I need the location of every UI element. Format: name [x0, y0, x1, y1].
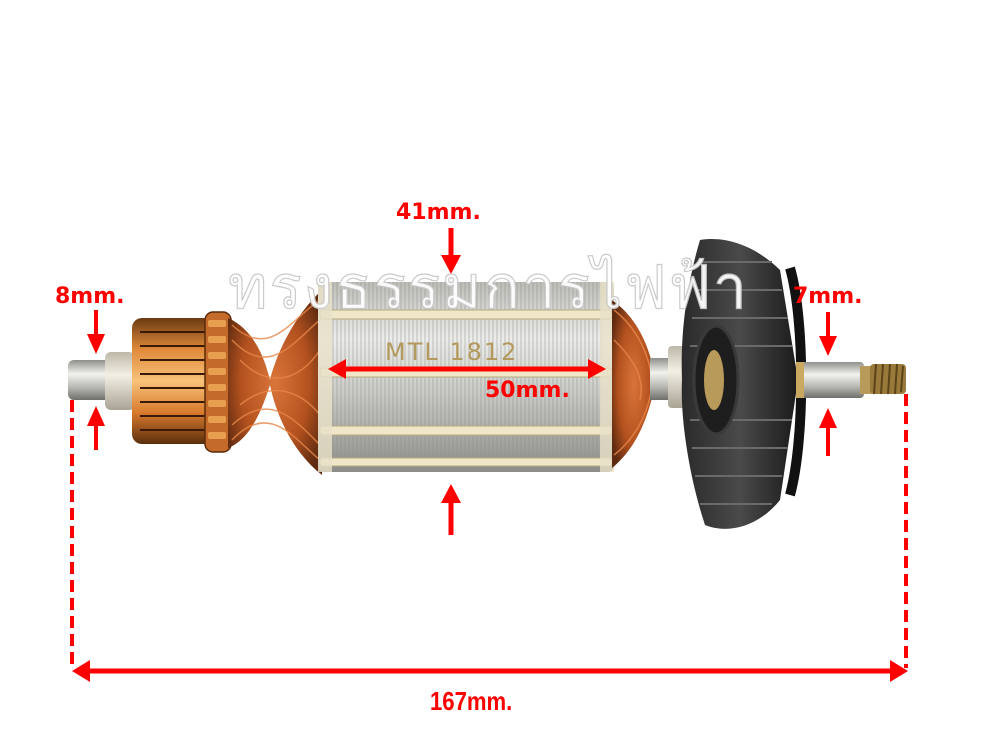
- label-stack-length: 50mm.: [485, 378, 570, 403]
- commutator: [132, 311, 232, 453]
- label-fan-shaft-diameter: 7mm.: [793, 284, 863, 309]
- armature-stack: [318, 282, 614, 472]
- right-shaft: [798, 362, 864, 398]
- label-overall-length: 167mm.: [430, 686, 513, 716]
- label-stack-diameter: 41mm.: [396, 200, 481, 225]
- annotation-arrows: [70, 228, 908, 682]
- label-commutator-shaft-diameter: 8mm.: [55, 284, 125, 309]
- threaded-tip: [870, 363, 906, 395]
- model-stamp: MTL 1812: [385, 338, 519, 366]
- watermark-text: ทรงธรรมการไฟฟ้า: [227, 252, 749, 323]
- left-windings: [228, 290, 322, 475]
